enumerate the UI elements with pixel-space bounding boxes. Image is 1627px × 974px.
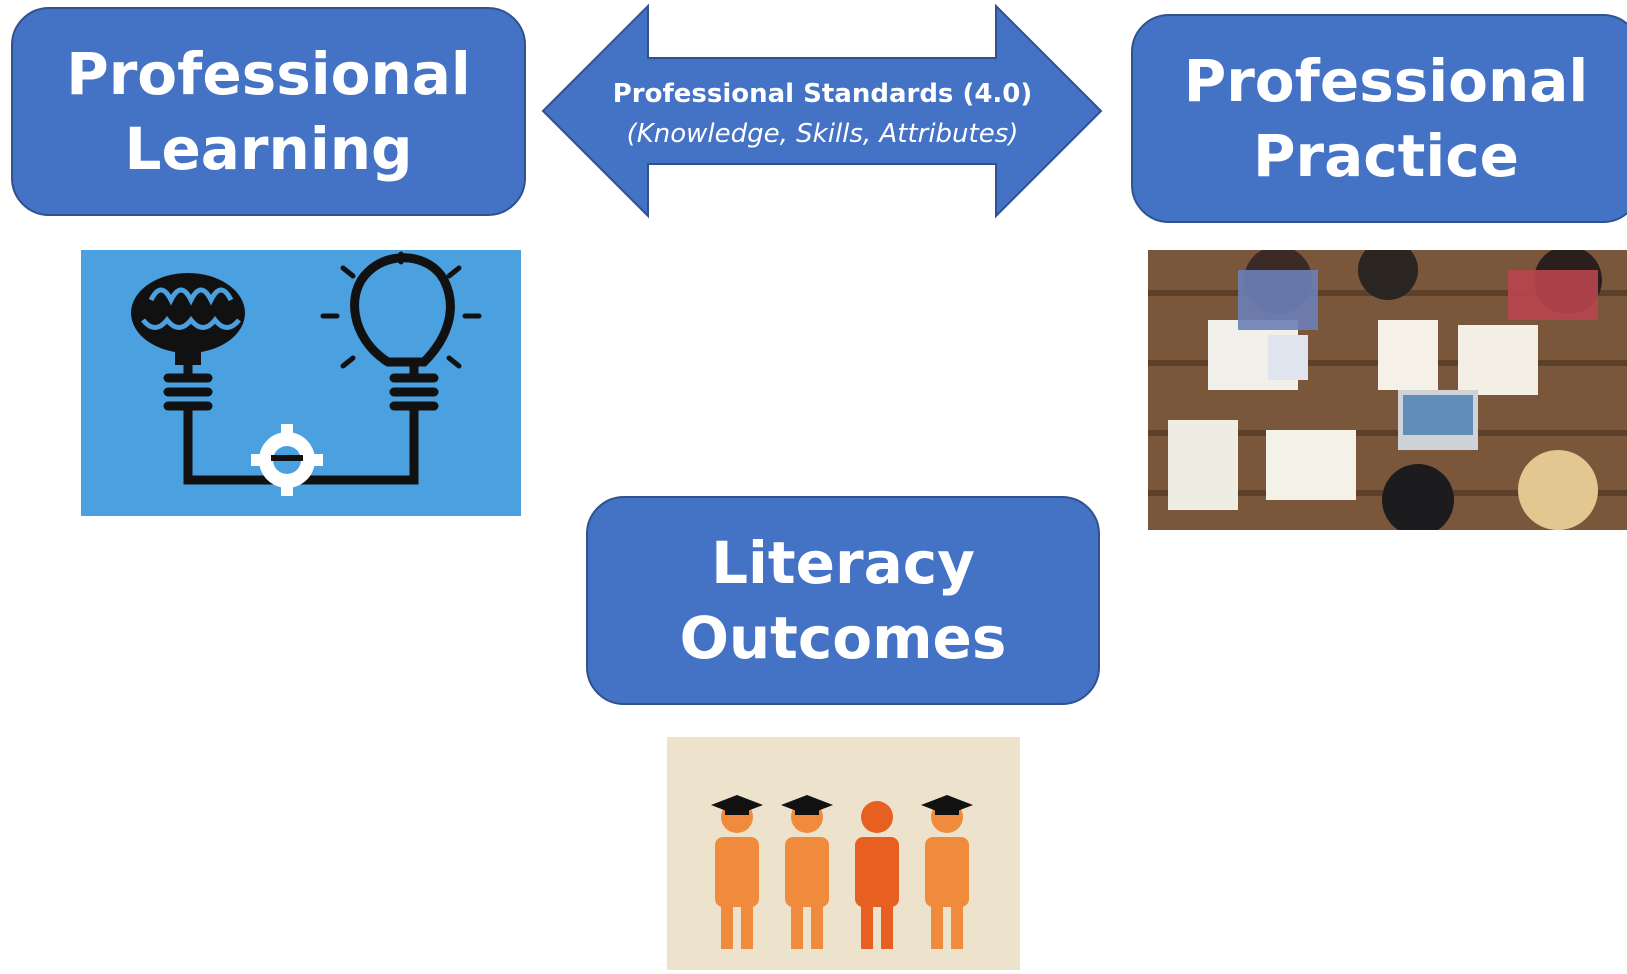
- connector-subtitle: (Knowledge, Skills, Attributes): [626, 119, 1019, 149]
- connector-label: Professional Standards (4.0) (Knowledge,…: [600, 74, 1045, 154]
- professional-practice-line1: Professional: [1183, 47, 1589, 116]
- double-arrow-shape: [541, 3, 1103, 219]
- learning-illustration: [81, 250, 521, 516]
- double-arrow-connector: [541, 3, 1103, 219]
- lightbulb-icon: [350, 253, 455, 367]
- literacy-outcomes-line1: Literacy: [711, 529, 975, 598]
- professional-learning-box: Professional Learning: [11, 7, 526, 216]
- brain-icon: [131, 273, 245, 365]
- literacy-outcomes-line2: Outcomes: [679, 603, 1007, 672]
- gear-icon: [251, 424, 323, 496]
- classroom-photo: [1148, 240, 1627, 536]
- literacy-outcomes-box: Literacy Outcomes: [586, 496, 1100, 705]
- professional-practice-line2: Practice: [1253, 121, 1519, 190]
- professional-learning-line1: Professional: [66, 40, 471, 109]
- graduate-figures-icon: [711, 795, 973, 949]
- graduate-figures-illustration: [667, 737, 1020, 970]
- professional-practice-box: Professional Practice: [1131, 14, 1627, 223]
- connector-title: Professional Standards (4.0): [612, 79, 1033, 109]
- professional-learning-line2: Learning: [124, 114, 413, 183]
